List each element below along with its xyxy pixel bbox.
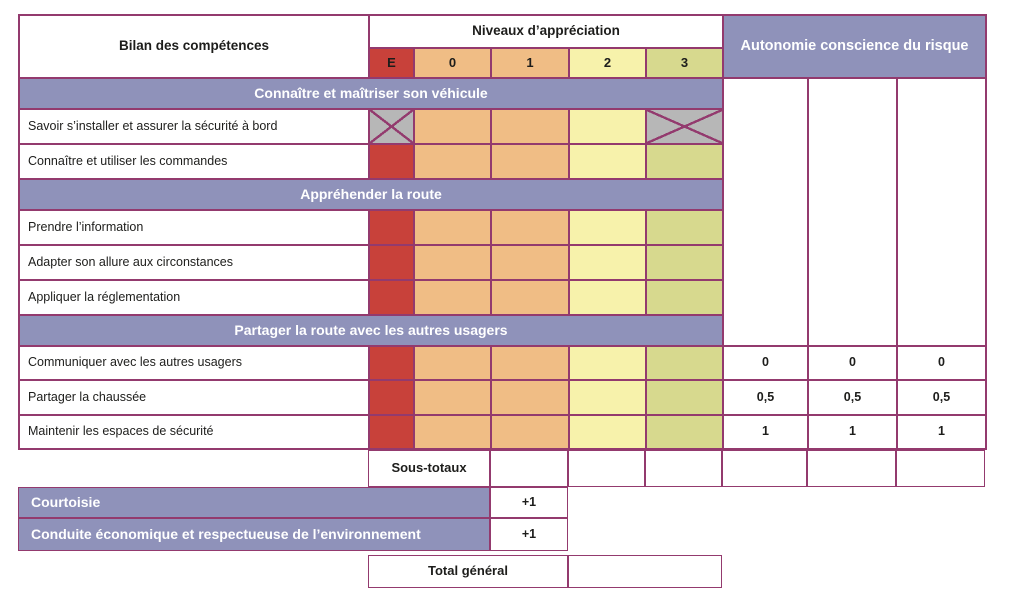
autonomy-value: 0 xyxy=(897,346,986,380)
eco-bonus-cell: +1 xyxy=(490,518,568,551)
courtesy-bar: Courtoisie xyxy=(18,487,490,518)
level-cell xyxy=(646,210,723,245)
subtotals-label: Sous-totaux xyxy=(368,450,490,487)
level-cell xyxy=(414,415,491,449)
subtotal-cell xyxy=(896,450,985,487)
level-cell xyxy=(646,415,723,449)
level-header-0: 0 xyxy=(414,48,491,78)
autonomy-value: 1 xyxy=(723,415,808,449)
totals-section: Sous-totaux Courtoisie +1 Conduite écono… xyxy=(18,450,985,588)
level-cell xyxy=(369,280,414,315)
level-header-1: 1 xyxy=(491,48,569,78)
autonomy-header: Autonomie conscience du risque xyxy=(723,15,986,78)
competency-label: Prendre l’information xyxy=(19,210,369,245)
level-cell xyxy=(491,346,569,380)
competency-label: Connaître et utiliser les commandes xyxy=(19,144,369,179)
level-cell xyxy=(569,346,646,380)
level-cell xyxy=(491,380,569,415)
level-cell xyxy=(491,144,569,179)
page-title: Bilan des compétences xyxy=(19,15,369,78)
competency-label: Savoir s’installer et assurer la sécurit… xyxy=(19,109,369,144)
level-cell xyxy=(369,245,414,280)
level-cell xyxy=(369,415,414,449)
level-header-2: 2 xyxy=(569,48,646,78)
level-cell xyxy=(491,109,569,144)
level-cell xyxy=(646,380,723,415)
level-cell xyxy=(369,380,414,415)
level-cell xyxy=(491,415,569,449)
autonomy-value: 1 xyxy=(897,415,986,449)
level-cell xyxy=(569,280,646,315)
level-cell xyxy=(414,144,491,179)
level-cell xyxy=(414,346,491,380)
level-cell xyxy=(414,109,491,144)
section-header: Appréhender la route xyxy=(19,179,723,210)
level-cell xyxy=(646,245,723,280)
autonomy-value: 0 xyxy=(808,346,897,380)
section-header: Partager la route avec les autres usager… xyxy=(19,315,723,346)
level-cell xyxy=(369,210,414,245)
level-cell xyxy=(491,280,569,315)
competency-label: Adapter son allure aux circonstances xyxy=(19,245,369,280)
level-cell xyxy=(646,346,723,380)
grand-total-label: Total général xyxy=(368,555,568,588)
level-header-3: 3 xyxy=(646,48,723,78)
level-cell xyxy=(369,144,414,179)
level-cell xyxy=(646,144,723,179)
courtesy-bonus-cell: +1 xyxy=(490,487,568,518)
level-cell xyxy=(491,245,569,280)
autonomy-column-cell xyxy=(723,78,808,346)
level-cell xyxy=(569,380,646,415)
assessment-table: Bilan des compétences Niveaux d’apprécia… xyxy=(18,14,987,450)
subtotal-cell xyxy=(490,450,568,487)
eco-driving-bar: Conduite économique et respectueuse de l… xyxy=(18,518,490,551)
autonomy-value: 0,5 xyxy=(723,380,808,415)
level-cell xyxy=(569,144,646,179)
level-cell xyxy=(491,210,569,245)
subtotal-cell xyxy=(722,450,807,487)
level-cell xyxy=(569,415,646,449)
level-cell xyxy=(569,245,646,280)
level-cell xyxy=(569,109,646,144)
subtotal-cell xyxy=(807,450,896,487)
level-cell xyxy=(414,210,491,245)
level-cell xyxy=(414,280,491,315)
autonomy-value: 0,5 xyxy=(808,380,897,415)
x-mark-cell xyxy=(369,109,414,144)
autonomy-value: 0 xyxy=(723,346,808,380)
competency-label: Appliquer la réglementation xyxy=(19,280,369,315)
autonomy-value: 0,5 xyxy=(897,380,986,415)
level-cell xyxy=(569,210,646,245)
autonomy-column-cell xyxy=(897,78,986,346)
level-cell xyxy=(646,280,723,315)
level-cell xyxy=(414,380,491,415)
grand-total-value-cell xyxy=(568,555,722,588)
level-header-e: E xyxy=(369,48,414,78)
competency-label: Communiquer avec les autres usagers xyxy=(19,346,369,380)
levels-header: Niveaux d’appréciation xyxy=(369,15,723,48)
autonomy-column-cell xyxy=(808,78,897,346)
x-mark-cell xyxy=(646,109,723,144)
level-cell xyxy=(414,245,491,280)
competency-label: Maintenir les espaces de sécurité xyxy=(19,415,369,449)
level-cell xyxy=(369,346,414,380)
competency-label: Partager la chaussée xyxy=(19,380,369,415)
subtotal-cell xyxy=(645,450,722,487)
section-header: Connaître et maîtriser son véhicule xyxy=(19,78,723,109)
subtotal-cell xyxy=(568,450,645,487)
autonomy-value: 1 xyxy=(808,415,897,449)
